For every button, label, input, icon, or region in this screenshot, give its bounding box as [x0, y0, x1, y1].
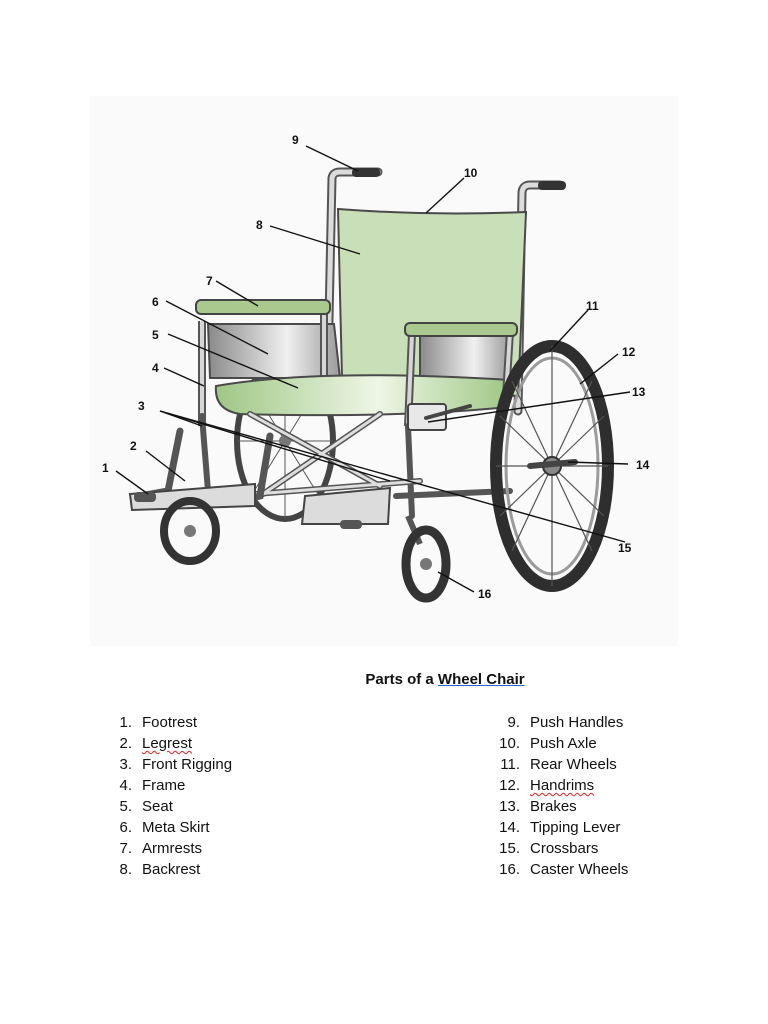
item-number: 14. [496, 817, 520, 838]
list-item: 7. Armrests [104, 838, 232, 859]
callout-1: 1 [102, 461, 109, 475]
parts-list-right: 9. Push Handles 10. Push Axle 11. Rear Whee… [496, 712, 628, 880]
list-item: 3. Front Rigging [104, 754, 232, 775]
list-item: 5. Seat [104, 796, 232, 817]
item-number: 6. [104, 817, 132, 838]
callout-13: 13 [632, 385, 646, 399]
item-number: 9. [496, 712, 520, 733]
list-item: 2. Legrest [104, 733, 232, 754]
item-number: 1. [104, 712, 132, 733]
item-name: Crossbars [530, 840, 598, 857]
item-name: Footrest [142, 714, 197, 731]
item-number: 7. [104, 838, 132, 859]
rear-wheel [496, 346, 608, 586]
callout-16: 16 [478, 587, 492, 601]
item-name: Push Handles [530, 714, 623, 731]
item-number: 15. [496, 838, 520, 859]
list-item: 13. Brakes [496, 796, 628, 817]
item-number: 8. [104, 859, 132, 880]
callout-5: 5 [152, 328, 159, 342]
parts-list-left: 1. Footrest 2. Legrest 3. Front Rigging 4. F… [104, 712, 232, 880]
list-item: 16. Caster Wheels [496, 859, 628, 880]
item-name: Rear Wheels [530, 756, 617, 773]
list-item: 1. Footrest [104, 712, 232, 733]
callout-7: 7 [206, 274, 213, 288]
list-item: 8. Backrest [104, 859, 232, 880]
item-number: 13. [496, 796, 520, 817]
item-number: 16. [496, 859, 520, 880]
list-item: 6. Meta Skirt [104, 817, 232, 838]
item-name: Handrims [530, 777, 594, 794]
item-name: Tipping Lever [530, 819, 620, 836]
figure-caption: Parts of a Wheel Chair [0, 671, 768, 688]
list-item: 14. Tipping Lever [496, 817, 628, 838]
list-item: 10. Push Axle [496, 733, 628, 754]
callout-6: 6 [152, 295, 159, 309]
item-name: Backrest [142, 861, 200, 878]
callout-10: 10 [464, 166, 478, 180]
callout-12: 12 [622, 345, 636, 359]
list-item: 12. Handrims [496, 775, 628, 796]
item-number: 5. [104, 796, 132, 817]
wheelchair-illustration: 1 2 3 4 5 6 7 8 9 10 11 12 13 14 15 16 [90, 96, 678, 646]
list-item: 11. Rear Wheels [496, 754, 628, 775]
callout-15: 15 [618, 541, 632, 555]
item-name: Caster Wheels [530, 861, 628, 878]
item-number: 3. [104, 754, 132, 775]
caption-prefix: Parts of a [365, 671, 438, 688]
item-number: 10. [496, 733, 520, 754]
callout-4: 4 [152, 361, 159, 375]
callout-11: 11 [586, 299, 599, 313]
item-name: Meta Skirt [142, 819, 210, 836]
callout-9: 9 [292, 133, 299, 147]
item-name: Brakes [530, 798, 577, 815]
item-name: Push Axle [530, 735, 597, 752]
item-number: 12. [496, 775, 520, 796]
item-number: 11. [496, 754, 520, 775]
callout-2: 2 [130, 439, 137, 453]
item-number: 2. [104, 733, 132, 754]
item-name: Frame [142, 777, 185, 794]
list-item: 9. Push Handles [496, 712, 628, 733]
callout-8: 8 [256, 218, 263, 232]
callout-3: 3 [138, 399, 145, 413]
item-name: Armrests [142, 840, 202, 857]
item-number: 4. [104, 775, 132, 796]
item-name: Front Rigging [142, 756, 232, 773]
item-name: Seat [142, 798, 173, 815]
item-name: Legrest [142, 735, 192, 752]
caption-underlined: Wheel Chair [438, 671, 525, 688]
list-item: 4. Frame [104, 775, 232, 796]
callout-14: 14 [636, 458, 650, 472]
list-item: 15. Crossbars [496, 838, 628, 859]
